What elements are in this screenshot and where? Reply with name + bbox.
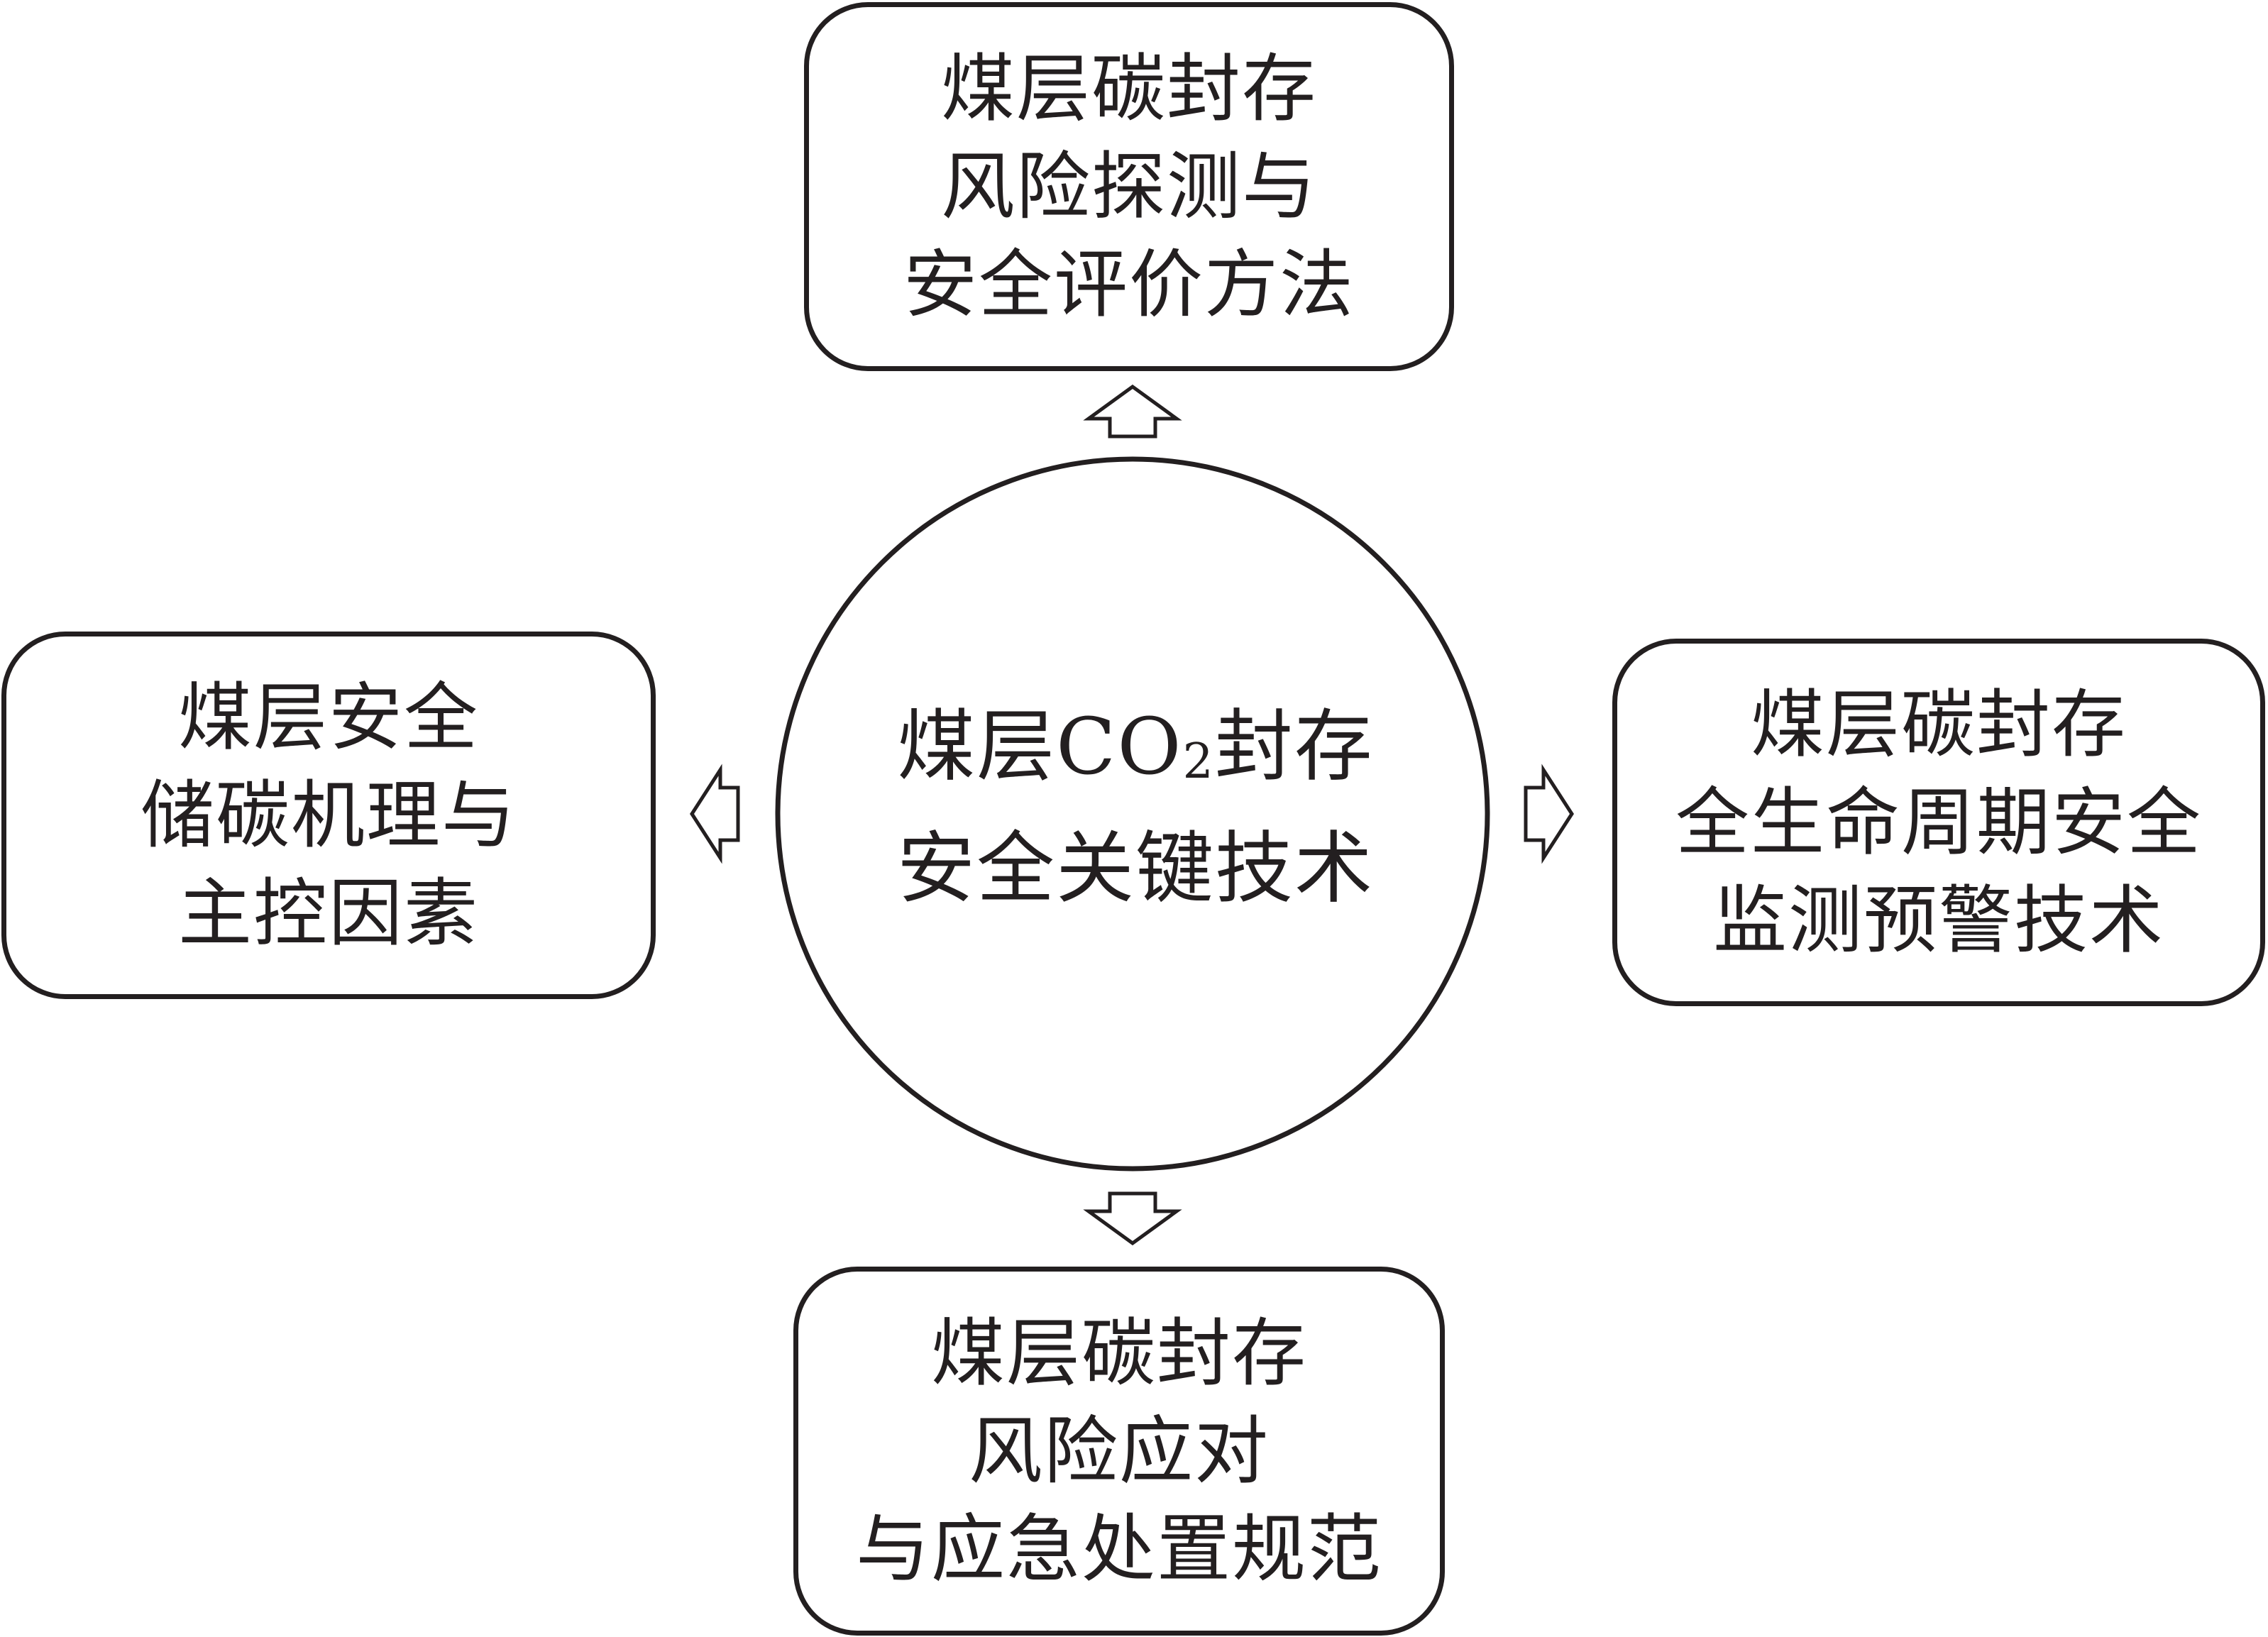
center-circle xyxy=(775,456,1490,1172)
left-box-line-3: 主控因素 xyxy=(177,870,479,957)
left-box-line-2: 储碳机理与 xyxy=(140,772,517,859)
right-box-line-2: 全生命周期安全 xyxy=(1675,779,2202,866)
bottom-box-line-1: 煤层碳封存 xyxy=(930,1310,1307,1396)
center-title-line-2: 安全关键技术 xyxy=(897,823,1374,914)
arrow-down xyxy=(1083,1191,1182,1246)
left-box: 煤层安全 储碳机理与 主控因素 xyxy=(1,632,656,999)
top-box-line-3: 安全评价方法 xyxy=(903,241,1355,328)
right-box-line-3: 监测预警技术 xyxy=(1712,877,2164,964)
right-box-line-1: 煤层碳封存 xyxy=(1750,681,2127,768)
top-box-line-2: 风险探测与 xyxy=(940,143,1317,230)
top-box-line-1: 煤层碳封存 xyxy=(940,45,1317,132)
bottom-box-line-2: 风险应对 xyxy=(968,1408,1270,1494)
bottom-box: 煤层碳封存 风险应对 与应急处置规范 xyxy=(793,1267,1445,1636)
top-box: 煤层碳封存 风险探测与 安全评价方法 xyxy=(804,2,1454,371)
center-title-pre: 煤层CO xyxy=(897,701,1183,792)
arrow-left xyxy=(690,764,740,864)
center-title-post: 封存 xyxy=(1214,701,1374,792)
center-title-subscript: 2 xyxy=(1182,734,1215,790)
arrow-up xyxy=(1083,384,1182,439)
left-box-line-1: 煤层安全 xyxy=(177,674,479,761)
center-title: 煤层CO2封存 安全关键技术 xyxy=(816,666,1455,949)
right-box: 煤层碳封存 全生命周期安全 监测预警技术 xyxy=(1612,639,2265,1006)
center-title-line-1: 煤层CO2封存 xyxy=(897,693,1374,815)
arrow-right xyxy=(1524,764,1574,864)
bottom-box-line-3: 与应急处置规范 xyxy=(855,1506,1382,1592)
